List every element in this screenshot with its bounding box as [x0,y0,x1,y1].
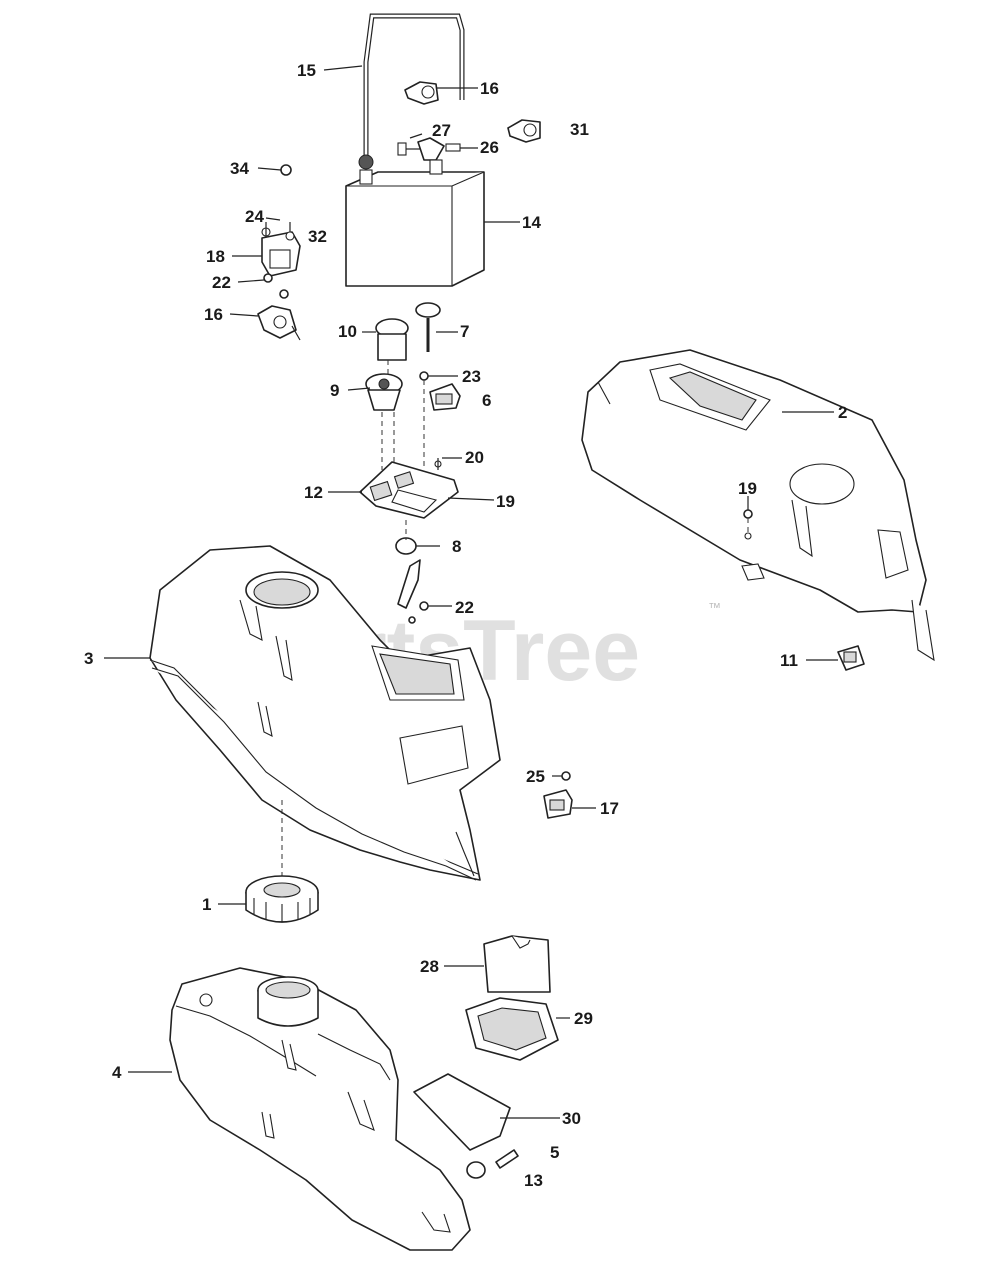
part-27-nut [417,137,461,161]
part-16-terminal-boot-lower [257,305,301,341]
part-4-fuel-tank [169,967,471,1251]
callout-22: 22 [212,273,231,292]
part-3-front-body-cover [149,545,501,881]
part-34-nut [280,164,292,176]
part-10-relay [375,318,409,380]
leader-lines [104,65,838,1119]
callout-2: 2 [838,403,847,422]
callout-4: 4 [112,1063,122,1082]
callout-3: 3 [84,649,93,668]
callout-28: 27 [432,121,451,140]
callout-6: 6 [482,391,491,410]
callout-10: 10 [338,322,357,341]
part-16-terminal-boot-top [404,81,439,105]
callout-9: 9 [330,381,339,400]
part-5-fitting [495,1149,519,1169]
callout-19: 19 [738,479,757,498]
callout-34: 34 [230,159,249,178]
part-28-bolt [397,142,422,156]
part-14-battery [345,154,485,287]
callout-13: 13 [524,1171,543,1190]
part-7-knob [415,302,441,352]
part-1-fuel-cap [245,875,319,923]
part-26-screw [561,771,571,781]
part-31-heat-shield [413,1073,511,1151]
part-18-solenoid [261,222,301,277]
callout-32: 31 [570,120,589,139]
callout-21: 20 [465,448,484,467]
part-22-nut-b [279,289,289,299]
part-29-filter-cover [483,935,551,993]
part-2-rear-body-cover [581,349,935,662]
part-32-terminal-boot [507,119,541,143]
part-24-screw [419,371,429,381]
part-13-grommet [466,1161,486,1179]
callout-18: 18 [206,247,225,266]
callout-29: 28 [420,957,439,976]
watermark-trademark: ™ [708,600,721,615]
part-9-ignition-switch [365,373,403,470]
callout-17: 17 [600,799,619,818]
part-30-filter-frame [465,997,559,1061]
callout-5: 5 [550,1143,559,1162]
part-15-battery-cable [363,13,465,160]
part-17-switch [543,789,573,819]
callout-15: 15 [297,61,316,80]
callout-1: 1 [202,895,211,914]
part-11-switch [837,645,865,671]
callout-30: 29 [574,1009,593,1028]
part-8-knob [395,520,417,555]
callout-25: 24 [245,207,264,226]
callout-16-top: 16 [480,79,499,98]
callout-31: 30 [562,1109,581,1128]
callout-labels: 15 16 27 26 31 34 14 24 32 18 22 16 10 7… [84,61,847,1190]
callout-16-lower: 16 [204,305,223,324]
callout-26: 25 [526,767,545,786]
callout-20: 19 [496,492,515,511]
part-6-switch [429,383,461,411]
callout-11: 11 [780,651,798,670]
callout-8: 8 [452,537,461,556]
callout-12: 12 [304,483,323,502]
callout-24: 23 [462,367,481,386]
callout-33: 32 [308,227,327,246]
callout-14: 14 [522,213,541,232]
part-12-dash-panel [359,458,459,519]
callout-23: 22 [455,598,474,617]
callout-7: 7 [460,322,469,341]
callout-27: 26 [480,138,499,157]
part-22-nut [263,273,273,283]
